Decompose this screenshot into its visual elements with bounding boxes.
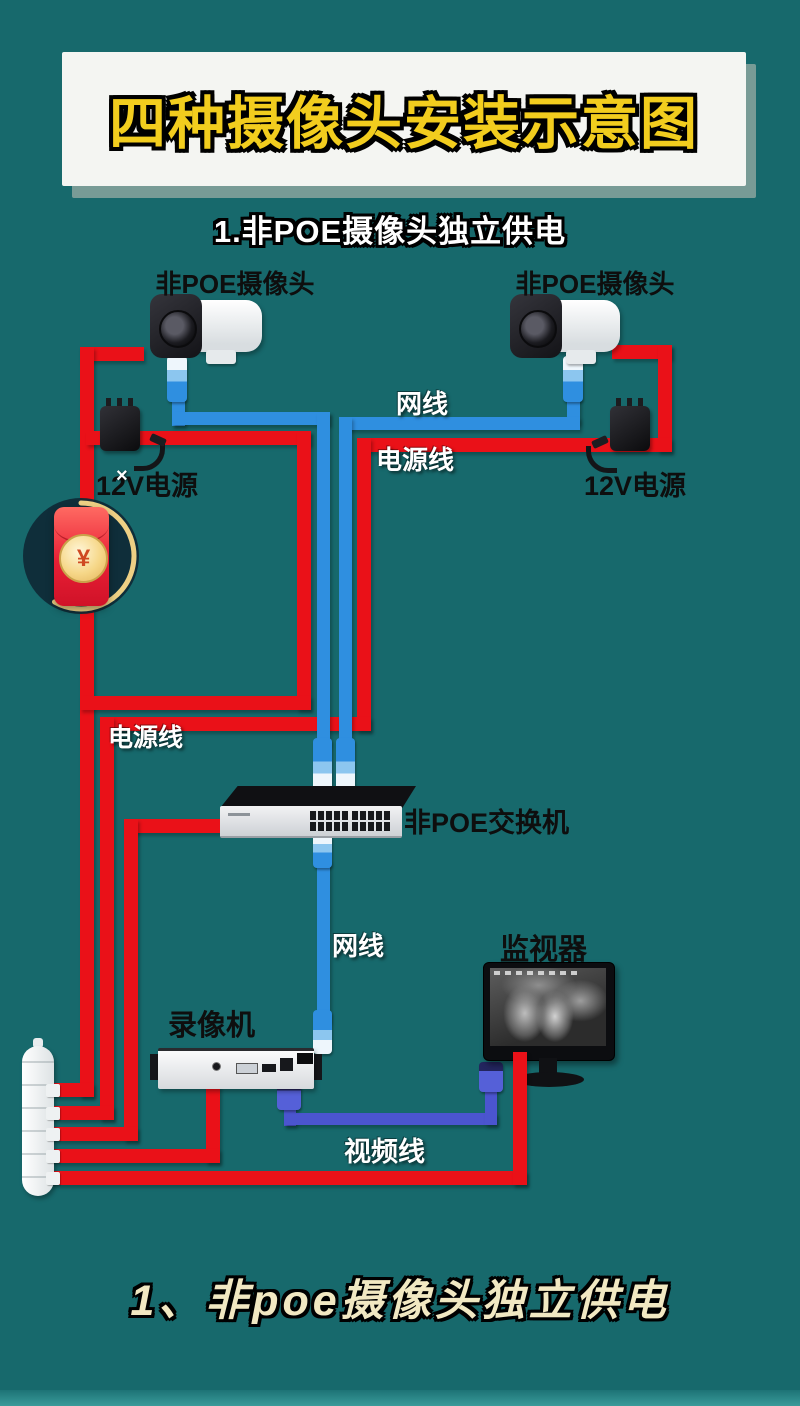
switch-top — [220, 786, 416, 808]
nvr-label: 录像机 — [168, 1010, 256, 1042]
left-adapter-label: 12V电源 — [96, 471, 199, 501]
camera-lens-icon — [519, 310, 557, 348]
right-power-adapter — [610, 406, 650, 451]
right-adapter-label: 12V电源 — [584, 471, 687, 501]
monitor-osd-text — [494, 971, 580, 975]
power-cable-outlet5 — [50, 1171, 527, 1185]
power-cable-right-run — [100, 717, 114, 1120]
nvr-hdmi-port — [262, 1064, 276, 1072]
camera-lens-icon — [159, 310, 197, 348]
right-camera-label: 非POE摄像头 — [515, 269, 675, 299]
power-cable-outlet4 — [50, 1149, 220, 1163]
power-strip — [22, 1046, 54, 1196]
power-cable-right-camera — [612, 345, 672, 359]
left-camera-body — [196, 300, 262, 352]
power-cable-left-adapter — [86, 431, 311, 445]
power-cable-right-return — [100, 717, 371, 731]
nvr-lan-port — [280, 1058, 293, 1071]
power-cable-left-center-drop — [297, 431, 311, 710]
adapter-prong — [106, 398, 111, 408]
rj45-connector-left-camera — [167, 356, 187, 402]
rj45-connector-switch-port1 — [313, 738, 332, 790]
monitor-stand — [539, 1058, 557, 1076]
left-adapter-pigtail — [134, 444, 165, 471]
left-camera-label: 非POE摄像头 — [155, 269, 315, 299]
power-cable-label-mid: 电源线 — [376, 445, 455, 475]
power-outlet — [46, 1150, 60, 1163]
power-outlet — [46, 1172, 60, 1185]
monitor-base — [514, 1072, 584, 1087]
power-cable-outlet2 — [50, 1106, 114, 1120]
lan-cable-left-horizontal — [172, 412, 330, 425]
lan-cable-label-top: 网线 — [396, 389, 449, 419]
power-cable-monitor-drop — [513, 1052, 527, 1185]
lan-cable-label-bottom: 网线 — [332, 931, 385, 961]
coin-icon[interactable]: ¥ — [59, 534, 108, 583]
adapter-prong — [128, 398, 133, 408]
lan-cable-left-to-switch — [317, 412, 330, 746]
power-cable-left-camera — [80, 347, 144, 361]
switch-port-group — [310, 811, 348, 831]
left-camera-bracket — [206, 350, 236, 364]
right-camera-body — [554, 300, 620, 352]
nvr-rack-ear — [150, 1054, 160, 1080]
monitor-screen — [490, 968, 606, 1046]
adapter-prong — [616, 398, 621, 408]
left-power-adapter — [100, 406, 140, 451]
switch-port-group — [352, 811, 390, 831]
power-strip-hanger — [33, 1038, 43, 1048]
monitor-label: 监视器 — [500, 934, 588, 966]
section-title: 1.非POE摄像头独立供电 — [213, 214, 567, 249]
rj45-connector-switch-port2 — [336, 738, 355, 790]
switch-label: 非POE交换机 — [404, 808, 570, 838]
nvr-vga-port — [236, 1063, 258, 1074]
power-cable-outlet3 — [50, 1127, 138, 1141]
power-cable-switch-run — [124, 819, 138, 1141]
video-cable-horizontal — [284, 1113, 497, 1125]
rj45-connector-right-camera — [563, 356, 583, 402]
power-cable-left-run — [80, 347, 94, 1097]
adapter-prong — [627, 398, 632, 408]
power-cable-label-left: 电源线 — [108, 724, 184, 752]
lan-cable-right-horizontal — [339, 417, 580, 430]
power-cable-left-return — [80, 696, 311, 710]
adapter-prong — [638, 398, 643, 408]
poster-title: 四种摄像头安装示意图 — [109, 92, 699, 156]
rj45-connector-nvr — [313, 1010, 332, 1054]
rj45-connector-switch-downlink — [313, 834, 332, 868]
power-cable-outlet1 — [50, 1083, 94, 1097]
power-cable-switch — [124, 819, 222, 833]
power-outlet — [46, 1084, 60, 1097]
power-outlet — [46, 1107, 60, 1120]
bottom-edge-strip — [0, 1390, 800, 1406]
sparkle-icon: × — [116, 465, 128, 487]
right-camera-front — [510, 294, 562, 358]
right-adapter-pigtail — [586, 446, 617, 473]
vga-connector-monitor — [479, 1062, 503, 1092]
switch-led-strip — [228, 813, 250, 816]
bottom-caption: 1、非poe摄像头独立供电 — [130, 1277, 670, 1325]
power-cable-right-rise — [658, 345, 672, 452]
power-cable-right-center-drop — [357, 438, 371, 731]
power-cable-nvr-drop — [206, 1085, 220, 1163]
nvr-rack-ear — [312, 1054, 322, 1080]
lan-cable-right-to-switch — [339, 417, 352, 746]
nvr-port — [212, 1062, 221, 1071]
right-camera-bracket — [566, 350, 596, 364]
video-cable-label: 视频线 — [344, 1137, 425, 1167]
nvr-power-switch — [297, 1053, 313, 1064]
title-banner: 四种摄像头安装示意图 — [62, 52, 746, 186]
left-camera-front — [150, 294, 202, 358]
lan-cable-switch-to-nvr — [317, 860, 330, 1022]
adapter-prong — [117, 398, 122, 408]
power-outlet — [46, 1128, 60, 1141]
